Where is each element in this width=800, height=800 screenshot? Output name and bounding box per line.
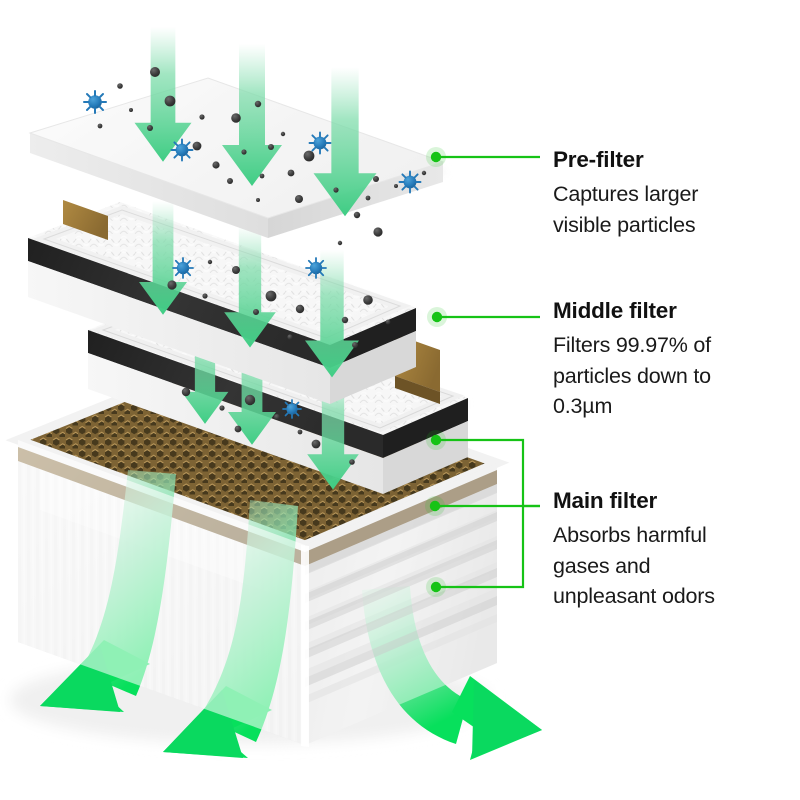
callout-middle-filter: Middle filter Filters 99.97% of particle… <box>553 298 800 422</box>
virus-icon <box>398 170 422 194</box>
middle-filter-front-body <box>88 353 383 494</box>
main-filter-corner-edge <box>301 545 309 747</box>
marker-dot-middle-filter <box>431 311 443 323</box>
callout-desc-line: particles down to <box>553 363 711 388</box>
middle-filter-right-dark-edge <box>383 398 468 458</box>
marker-dot-main-filter-bottom <box>430 581 442 593</box>
particles-pre-filter <box>83 67 427 246</box>
virus-icon <box>83 90 107 114</box>
pre-filter-outline <box>28 77 445 219</box>
middle-filter-front-dark-edge <box>88 330 383 458</box>
middle-upper-quilt-texture <box>28 202 416 345</box>
callout-markers <box>425 147 447 597</box>
main-filter-front-haze <box>18 440 305 745</box>
virus-icon <box>308 131 332 155</box>
callout-desc-line: Absorbs harmful <box>553 523 707 547</box>
middle-upper-right-dark-edge <box>330 308 416 368</box>
particles-middle-layer <box>181 387 355 465</box>
callout-desc-line: visible particles <box>553 212 696 237</box>
main-filter-carbon-cells <box>18 362 497 545</box>
callout-desc-line: gases and <box>553 553 651 578</box>
middle-upper-front-body <box>28 261 330 404</box>
callout-pre-filter: Pre-filter Captures larger visible parti… <box>553 147 800 240</box>
leader-bracket-main-filter <box>436 438 525 589</box>
pre-filter-front-edge <box>30 133 268 238</box>
main-filter-right-haze <box>305 463 497 745</box>
main-filter-rim-right <box>305 463 497 552</box>
callout-desc-pre-filter: Captures larger visible particles <box>553 179 800 240</box>
callout-title-middle-filter: Middle filter <box>553 298 677 323</box>
middle-filter-tab-right-edge <box>395 376 440 404</box>
marker-dot-main-filter-top <box>430 434 442 446</box>
callout-title-main-filter: Main filter <box>553 488 658 513</box>
middle-upper-right-body <box>330 331 416 404</box>
callout-desc-middle-filter: Filters 99.97% of particles down to 0.3µ… <box>553 330 800 422</box>
virus-icon <box>305 257 327 279</box>
virus-icon <box>170 138 194 162</box>
callout-desc-main-filter: Absorbs harmful gases and unpleasant odo… <box>553 520 800 612</box>
marker-dot-pre-filter <box>430 151 442 163</box>
callout-desc-line: Filters 99.97% of <box>553 333 711 357</box>
middle-upper-tab-left <box>63 200 108 240</box>
callout-leaders <box>435 155 540 589</box>
virus-icon <box>172 257 194 279</box>
callout-desc-line: unpleasant odors <box>553 584 715 608</box>
callout-title-pre-filter: Pre-filter <box>553 147 644 172</box>
outflow-arrow-right <box>362 586 542 760</box>
callout-desc-line: 0.3µm <box>553 394 613 418</box>
virus-icon <box>282 399 302 419</box>
callout-main-filter: Main filter Absorbs harmful gases and un… <box>553 488 800 612</box>
callout-desc-line: Captures larger <box>553 182 699 206</box>
particles-upper-hepa <box>167 257 391 348</box>
marker-dot-main-filter-mid <box>429 500 441 512</box>
